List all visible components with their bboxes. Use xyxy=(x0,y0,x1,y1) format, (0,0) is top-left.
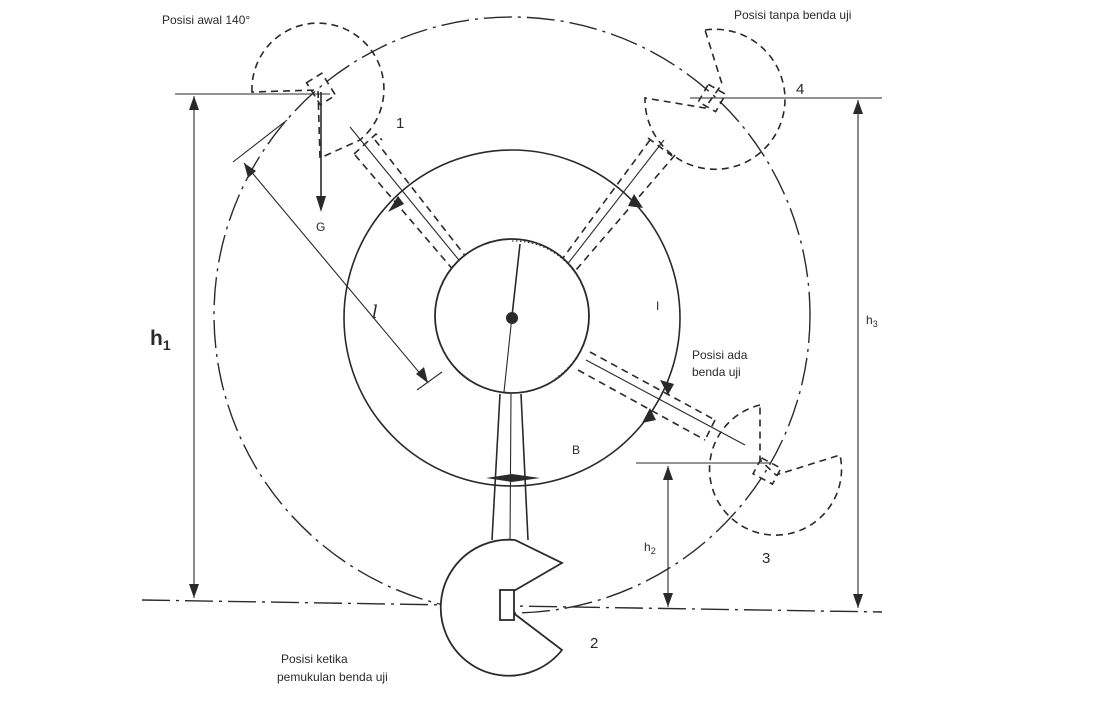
arc-arrow-bottom-2 xyxy=(512,474,540,482)
h2-arrow-bottom xyxy=(663,593,673,607)
arc-arrow-lower-right-1 xyxy=(660,380,674,395)
label-h2: h2 xyxy=(644,540,656,556)
h2-arrow-top xyxy=(663,466,673,480)
arm-impact-centerline xyxy=(509,393,512,546)
h1-arrow-top xyxy=(189,96,199,110)
h3-arrow-top xyxy=(853,100,863,114)
arm-start-edge-2 xyxy=(354,154,456,273)
arm-length-tick-bottom xyxy=(416,371,443,391)
swing-path-circle xyxy=(213,16,811,614)
arm-spec-end xyxy=(704,419,716,441)
dial-scale-ticks xyxy=(511,240,590,379)
arm-start-edge-1 xyxy=(374,139,471,263)
arc-arrow-upper-left xyxy=(388,196,404,212)
label-position-with-specimen-1: Posisi ada xyxy=(692,348,748,362)
label-arc-1: I xyxy=(656,299,659,313)
label-h3: h3 xyxy=(866,313,878,329)
arm-nospec-centerline xyxy=(565,139,665,267)
label-position-without-specimen: Posisi tanpa benda uji xyxy=(734,8,851,22)
marker-1: 1 xyxy=(396,115,404,132)
h1-arrow-bottom xyxy=(189,584,199,598)
arm-spec-centerline xyxy=(585,359,746,446)
arm-start-centerline xyxy=(349,126,464,266)
arm-impact-edge-right xyxy=(520,393,529,541)
hammer-nospec-striker xyxy=(697,83,727,113)
label-start-position: Posisi awal 140° xyxy=(162,13,250,27)
angle-scale-circle xyxy=(343,149,681,487)
label-weight: G xyxy=(316,220,325,234)
label-arc-b: B xyxy=(572,443,580,457)
label-impact-position-1: Posisi ketika xyxy=(281,652,348,666)
arm-spec-edge-2 xyxy=(577,369,706,441)
marker-3: 3 xyxy=(762,550,770,567)
arm-nospec-edge-1 xyxy=(559,139,651,263)
arm-start-end xyxy=(353,132,383,155)
weight-vector-arrow xyxy=(316,196,326,212)
dial-pivot xyxy=(506,312,518,324)
hammer-nospec-position xyxy=(644,28,786,171)
arm-impact-edge-left xyxy=(491,393,501,541)
marker-2: 2 xyxy=(590,635,598,652)
arm-nospec-end xyxy=(647,137,673,157)
label-impact-position-2: pemukulan benda uji xyxy=(277,670,388,684)
arm-length-arrow-top xyxy=(244,163,256,178)
hammer-start-position xyxy=(251,22,385,160)
arm-length-line xyxy=(243,162,429,384)
hammer-spec-striker xyxy=(751,456,783,486)
label-h1: h1 xyxy=(150,327,171,353)
marker-4: 4 xyxy=(796,81,804,98)
arm-length-tick-top xyxy=(232,119,288,163)
dial-pointer xyxy=(503,315,513,393)
hammer-impact-striker xyxy=(499,589,515,621)
arm-nospec-edge-2 xyxy=(575,154,676,271)
hammer-spec-position xyxy=(708,403,843,536)
label-arm-length: l xyxy=(372,302,378,323)
arc-arrow-lower-right-2 xyxy=(642,408,656,423)
arm-length-arrow-bottom xyxy=(416,367,428,383)
label-position-with-specimen-2: benda uji xyxy=(692,365,741,379)
dial-needle xyxy=(511,243,521,317)
arc-arrow-upper-right xyxy=(628,194,643,208)
h3-arrow-bottom xyxy=(853,594,863,608)
arc-arrow-bottom xyxy=(486,474,512,482)
